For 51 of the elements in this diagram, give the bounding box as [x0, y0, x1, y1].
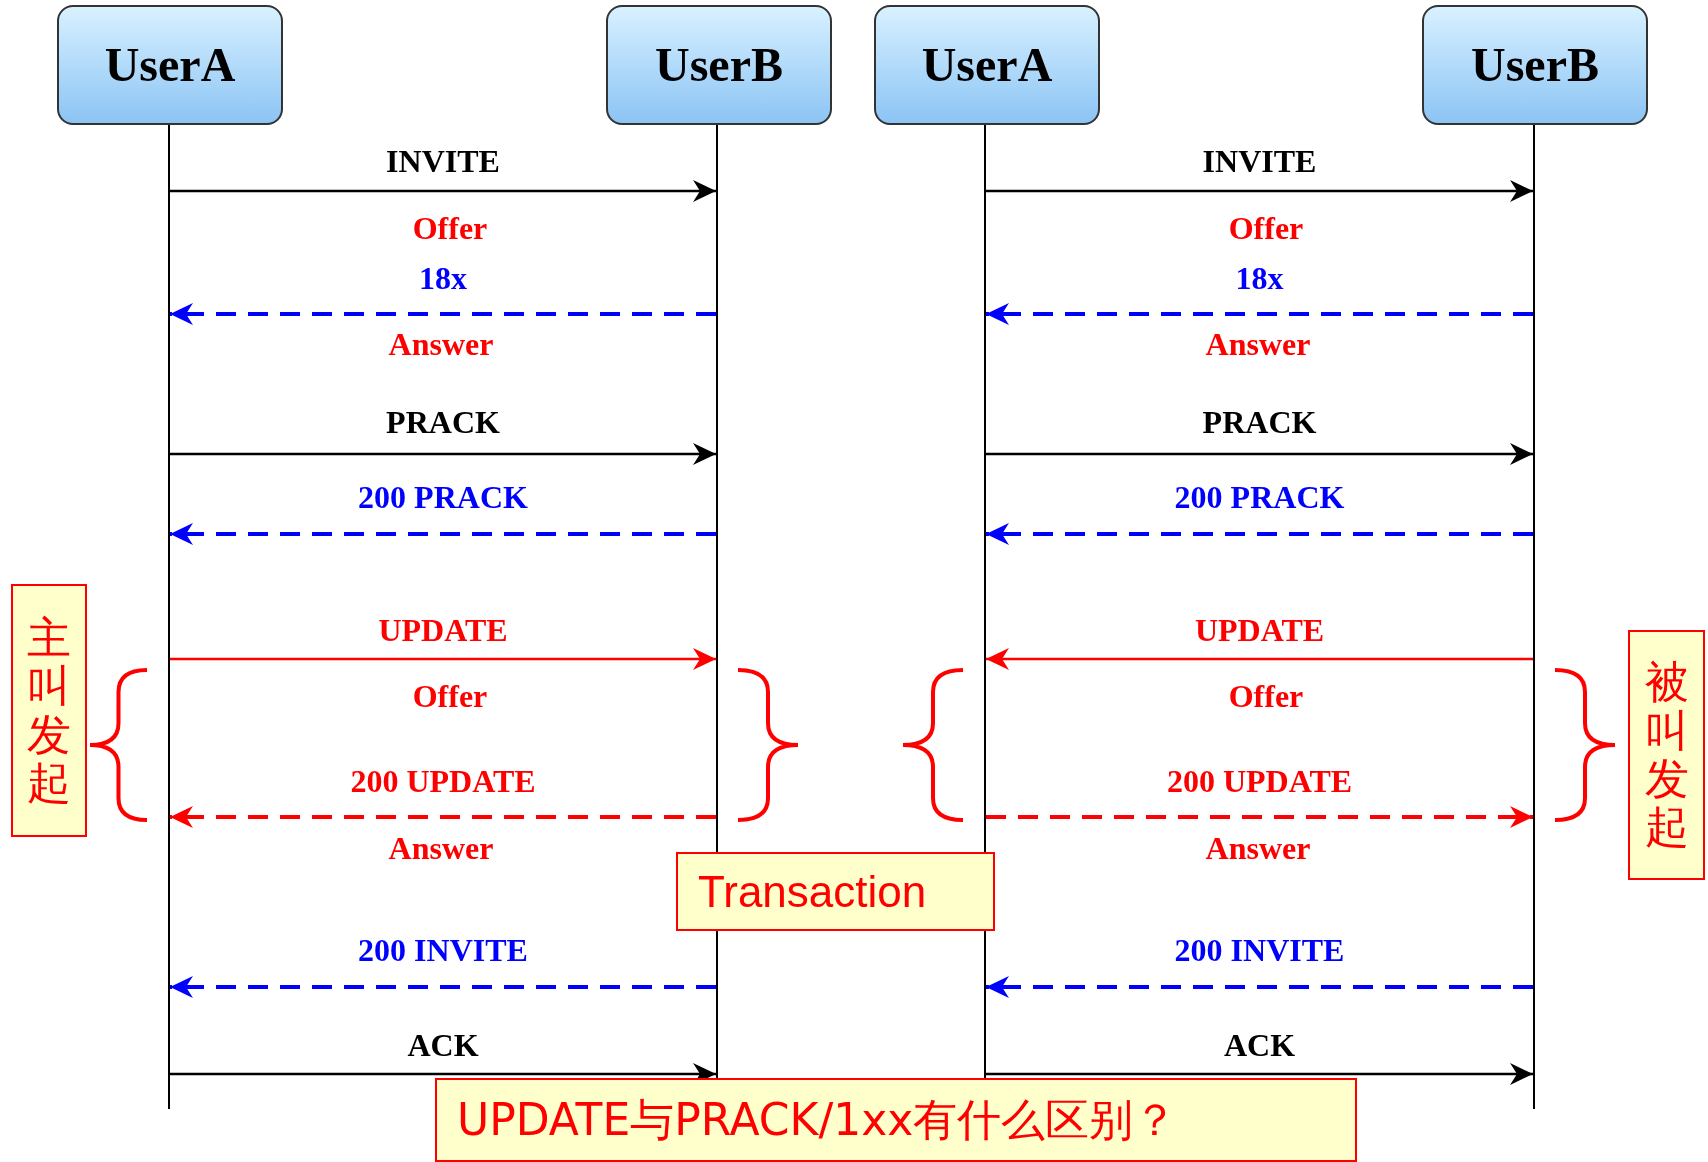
lifeline	[984, 125, 986, 1078]
message-arrow	[986, 443, 1533, 465]
participant-box: UserB	[1422, 5, 1648, 125]
message-arrow	[986, 648, 1533, 670]
lifeline	[168, 125, 170, 1109]
message-arrow	[986, 1063, 1533, 1085]
sdp-label: Answer	[388, 328, 494, 360]
note-box: 主叫发起	[11, 584, 87, 837]
lifeline	[1533, 125, 1535, 1109]
participant-box: UserB	[606, 5, 832, 125]
message-arrow	[986, 806, 1533, 828]
participant-box: UserA	[874, 5, 1100, 125]
message-label: 200 UPDATE	[1166, 765, 1353, 797]
message-arrow	[170, 806, 716, 828]
message-arrow	[986, 303, 1533, 325]
message-arrow	[986, 976, 1533, 998]
note-box: 被叫发起	[1628, 630, 1705, 880]
sdp-label: Offer	[1228, 680, 1304, 712]
sdp-label: Answer	[388, 832, 494, 864]
message-label: 200 UPDATE	[350, 765, 536, 797]
message-arrow	[170, 648, 716, 670]
message-label: 200 PRACK	[1174, 481, 1345, 513]
message-arrow	[986, 180, 1533, 202]
message-arrow	[170, 523, 716, 545]
message-label: UPDATE	[378, 614, 508, 646]
message-arrow	[170, 180, 716, 202]
message-arrow	[170, 303, 716, 325]
message-label: 200 PRACK	[358, 481, 528, 513]
sdp-label: Offer	[412, 680, 488, 712]
lifeline	[716, 125, 718, 1078]
sdp-label: Offer	[412, 212, 488, 244]
message-label: ACK	[1223, 1029, 1296, 1061]
message-arrow	[986, 523, 1533, 545]
message-label: PRACK	[386, 406, 500, 438]
message-label: 200 INVITE	[1174, 934, 1345, 966]
sdp-label: Answer	[1205, 328, 1311, 360]
sdp-label: Answer	[1205, 832, 1311, 864]
message-label: 18x	[419, 262, 467, 294]
note-box: Transaction	[676, 852, 995, 931]
message-label: INVITE	[1202, 145, 1317, 177]
message-label: INVITE	[386, 145, 500, 177]
message-label: 18x	[1235, 262, 1284, 294]
message-label: 200 INVITE	[358, 934, 528, 966]
message-label: UPDATE	[1194, 614, 1325, 646]
sdp-label: Offer	[1228, 212, 1304, 244]
message-arrow	[170, 443, 716, 465]
message-label: ACK	[407, 1029, 479, 1061]
message-label: PRACK	[1202, 406, 1317, 438]
participant-box: UserA	[57, 5, 283, 125]
message-arrow	[170, 976, 716, 998]
note-box: UPDATE与PRACK/1xx有什么区别？	[435, 1078, 1357, 1162]
